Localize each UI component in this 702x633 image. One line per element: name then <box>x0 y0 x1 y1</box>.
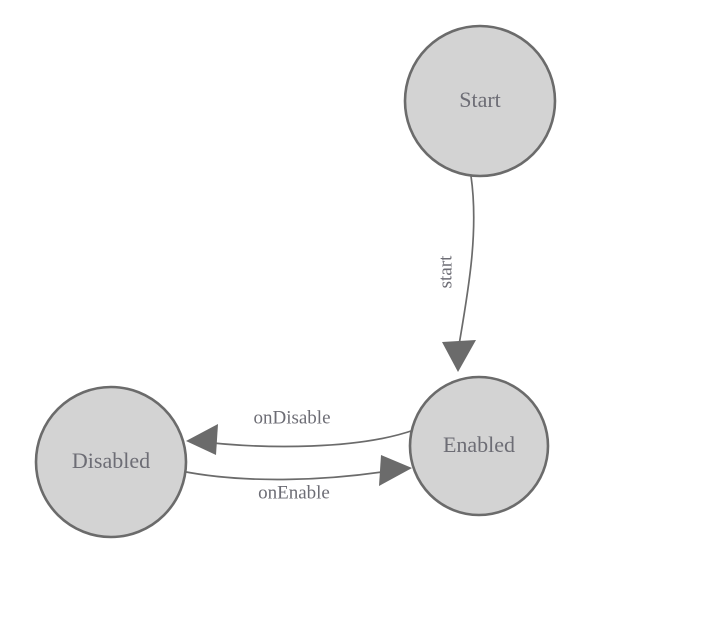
node-enabled-label: Enabled <box>443 432 515 457</box>
edge-disabled-to-enabled-arrowhead <box>379 455 412 486</box>
edge-enabled-to-disabled-path <box>194 429 415 448</box>
edge-start-to-enabled-path <box>458 175 475 346</box>
edge-label-ondisable: onDisable <box>253 407 330 428</box>
edge-disabled-to-enabled-path <box>180 468 402 481</box>
node-start-label: Start <box>459 87 501 112</box>
node-enabled-circle <box>408 375 550 517</box>
edge-label-onenable: onEnable <box>258 482 330 503</box>
node-enabled[interactable]: Enabled <box>408 375 550 517</box>
edge-start-to-enabled[interactable]: start <box>435 175 476 372</box>
edge-disabled-to-enabled[interactable]: onEnable <box>180 455 412 503</box>
edge-start-to-enabled-arrowhead <box>442 340 476 372</box>
node-disabled-label: Disabled <box>72 448 150 473</box>
edge-enabled-to-disabled-arrowhead <box>186 424 218 455</box>
node-disabled[interactable]: Disabled <box>34 385 188 539</box>
edge-label-start: start <box>435 255 456 288</box>
node-start[interactable]: Start <box>403 24 557 178</box>
node-start-circle <box>403 24 557 178</box>
edge-enabled-to-disabled[interactable]: onDisable <box>186 407 415 455</box>
node-disabled-circle <box>34 385 188 539</box>
